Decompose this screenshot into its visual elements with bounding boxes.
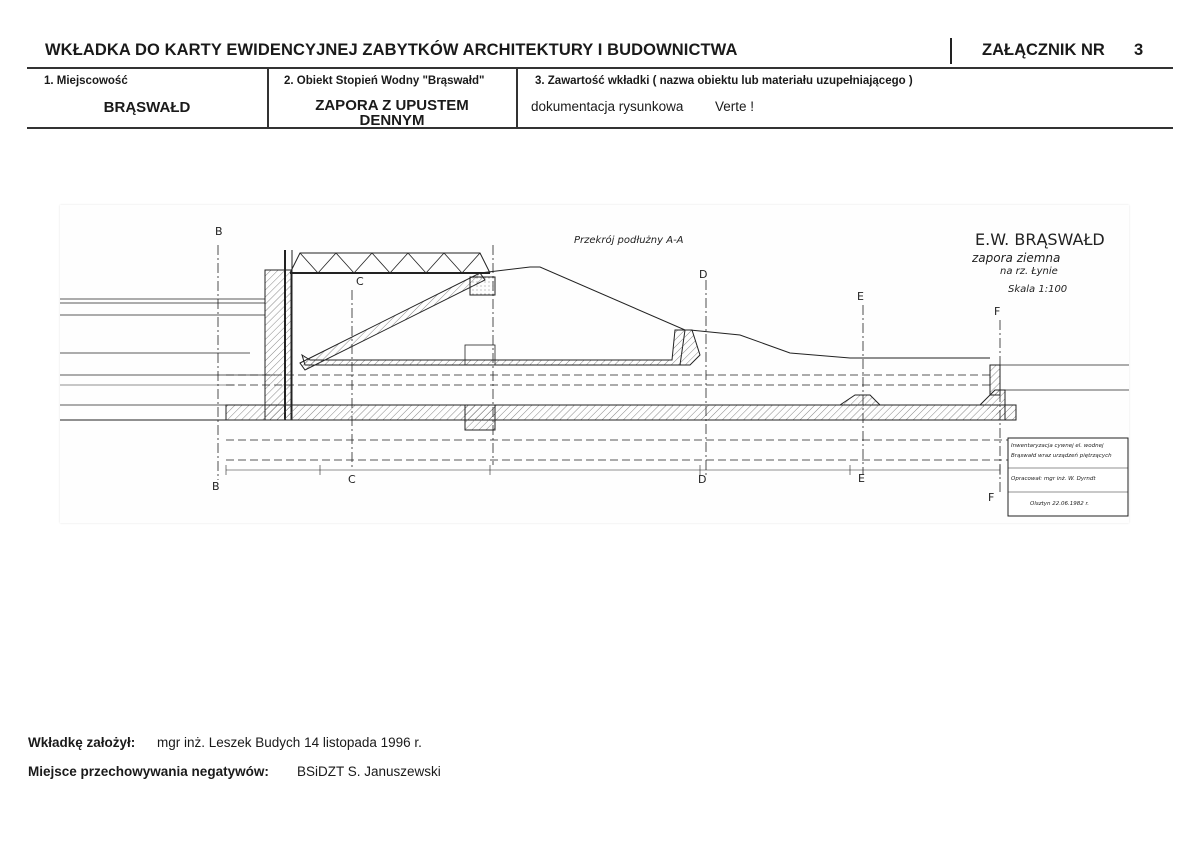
section-title: Przekrój podłużny A-A	[574, 234, 684, 246]
object-value-line-1: ZAPORA Z UPUSTEM	[315, 97, 469, 114]
marker-e-top: E	[857, 290, 864, 303]
header-divider	[950, 38, 952, 64]
marker-b-bottom: B	[212, 480, 220, 493]
stamp-line-2: Brąswałd wraz urządzeń piętrzących	[1011, 452, 1112, 459]
dam-section-drawing: Przekrój podłużny A-A E.W. BRĄSWAŁD zapo…	[60, 205, 1129, 523]
marker-c-top: C	[356, 275, 364, 288]
contents-note: Verte !	[715, 99, 755, 114]
contents-label: 3. Zawartość wkładki ( nazwa obiektu lub…	[535, 75, 913, 87]
locality-label: 1. Miejscowość	[44, 75, 128, 87]
marker-c-bottom: C	[348, 473, 356, 486]
drawing-river: na rz. Łynie	[1000, 266, 1058, 277]
stamp-line-3: Opracował: mgr inż. W. Dyrndt	[1011, 476, 1096, 482]
object-value-line-2: DENNYM	[359, 112, 425, 129]
marker-f-bottom: F	[988, 491, 994, 504]
field-divider-1	[267, 68, 269, 129]
drawing-scale: Skala 1:100	[1008, 284, 1067, 295]
object-value: ZAPORA Z UPUSTEM DENNYM	[269, 98, 515, 128]
stamp-line-4: Olsztyn 22.06.1982 r.	[1030, 501, 1089, 507]
marker-e-bottom: E	[858, 472, 865, 485]
marker-d-bottom: D	[698, 473, 706, 486]
header-rule-bottom	[27, 127, 1173, 129]
header-rule-top	[27, 67, 1173, 69]
created-by-value: mgr inż. Leszek Budych 14 listopada 1996…	[157, 735, 422, 750]
drawing-subtitle: zapora ziemna	[971, 251, 1060, 265]
attachment-number: 3	[1134, 41, 1144, 59]
negatives-location-label: Miejsce przechowywania negatywów:	[28, 764, 269, 779]
locality-value: BRĄSWAŁD	[103, 99, 191, 116]
drawing-title: E.W. BRĄSWAŁD	[975, 230, 1105, 249]
stamp-line-1: Inwentaryzacja cywnej el. wodnej	[1011, 443, 1104, 449]
dam-section-svg: Przekrój podłużny A-A E.W. BRĄSWAŁD zapo…	[60, 225, 1129, 517]
marker-b-top: B	[215, 225, 223, 238]
marker-f-top: F	[994, 305, 1000, 318]
attachment-label: ZAŁĄCZNIK NR	[982, 41, 1105, 59]
field-divider-2	[516, 68, 518, 129]
contents-value: dokumentacja rysunkowa	[531, 99, 684, 114]
negatives-location-value: BSiDZT S. Januszewski	[297, 764, 441, 779]
marker-d-top: D	[699, 268, 707, 281]
object-label: 2. Obiekt Stopień Wodny "Brąswałd"	[284, 75, 485, 87]
card-title: WKŁADKA DO KARTY EWIDENCYJNEJ ZABYTKÓW A…	[45, 41, 738, 59]
created-by-label: Wkładkę założył:	[28, 735, 136, 750]
